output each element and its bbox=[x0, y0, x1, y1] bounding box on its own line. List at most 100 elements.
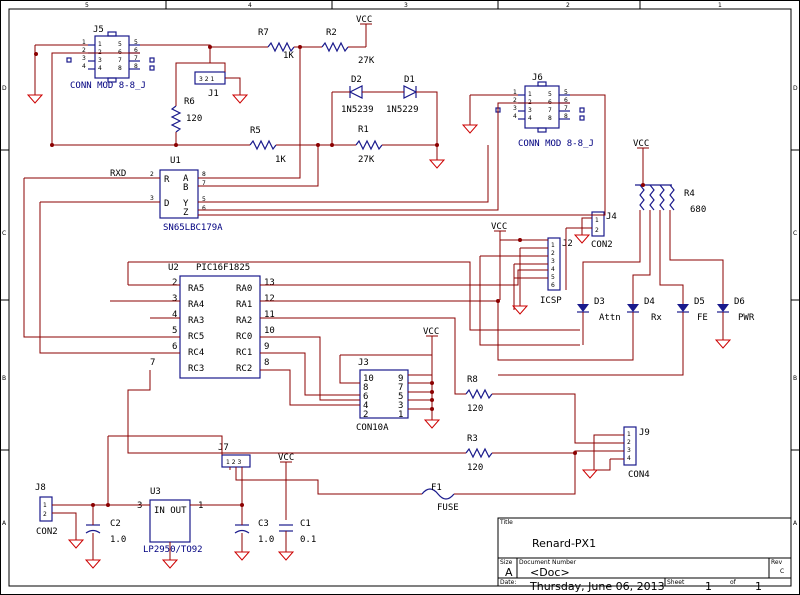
svg-text:R5: R5 bbox=[250, 126, 261, 136]
wires bbox=[23, 44, 724, 560]
svg-text:R6: R6 bbox=[184, 97, 195, 107]
border-col-2: 2 bbox=[566, 2, 570, 9]
border-row-c-right: C bbox=[793, 230, 797, 237]
svg-text:VCC: VCC bbox=[356, 15, 372, 25]
svg-text:7: 7 bbox=[398, 383, 403, 393]
svg-text:7: 7 bbox=[548, 107, 552, 114]
resistor-r1: R1 27K bbox=[355, 125, 383, 165]
svg-text:U3: U3 bbox=[150, 487, 161, 497]
svg-text:J4: J4 bbox=[606, 212, 617, 222]
svg-text:5: 5 bbox=[398, 392, 403, 402]
capacitor-c3: C3 1.0 bbox=[234, 519, 274, 545]
j6-ref: J6 bbox=[532, 73, 543, 83]
svg-text:5: 5 bbox=[564, 89, 568, 96]
svg-text:RC4: RC4 bbox=[188, 348, 204, 358]
svg-text:4: 4 bbox=[513, 113, 517, 120]
svg-text:5: 5 bbox=[172, 326, 177, 336]
svg-text:2: 2 bbox=[172, 278, 177, 288]
junction-dots bbox=[34, 45, 645, 507]
svg-text:1: 1 bbox=[398, 410, 403, 420]
fuse-f1: F1 FUSE bbox=[421, 483, 459, 513]
u2-value: PIC16F1825 bbox=[196, 263, 250, 273]
connector-j4: J4 1 2 CON2 bbox=[591, 211, 617, 250]
svg-text:VCC: VCC bbox=[491, 222, 507, 232]
border-row-d: D bbox=[2, 85, 7, 92]
svg-text:FE: FE bbox=[697, 313, 708, 323]
svg-text:1.0: 1.0 bbox=[110, 535, 126, 545]
svg-text:0.1: 0.1 bbox=[300, 535, 316, 545]
svg-text:1: 1 bbox=[98, 41, 102, 48]
svg-text:1N5239: 1N5239 bbox=[341, 105, 374, 115]
svg-text:2: 2 bbox=[82, 47, 86, 54]
svg-text:J2: J2 bbox=[562, 239, 573, 249]
svg-text:6: 6 bbox=[202, 205, 206, 212]
svg-text:CON2: CON2 bbox=[591, 240, 613, 250]
u2-ref: U2 bbox=[168, 263, 179, 273]
resistor-r2: R2 27K bbox=[321, 28, 375, 66]
svg-text:R8: R8 bbox=[467, 375, 478, 385]
svg-text:1: 1 bbox=[43, 502, 47, 509]
svg-text:8: 8 bbox=[363, 383, 368, 393]
svg-text:D5: D5 bbox=[694, 297, 705, 307]
svg-text:4: 4 bbox=[363, 401, 368, 411]
svg-text:C1: C1 bbox=[300, 519, 311, 529]
svg-text:C3: C3 bbox=[258, 519, 269, 529]
led-d4: D4 Rx bbox=[627, 297, 662, 323]
size-label: Size bbox=[500, 559, 513, 566]
svg-text:2: 2 bbox=[43, 511, 47, 518]
svg-text:RA1: RA1 bbox=[236, 300, 252, 310]
svg-text:1: 1 bbox=[528, 91, 532, 98]
svg-text:8: 8 bbox=[118, 65, 122, 72]
svg-text:1: 1 bbox=[551, 242, 555, 249]
border-col-3: 3 bbox=[404, 2, 408, 9]
net-rxd: RXD bbox=[110, 169, 126, 179]
svg-text:2: 2 bbox=[150, 171, 154, 178]
led-d5: D5 FE bbox=[677, 297, 708, 323]
svg-text:J3: J3 bbox=[358, 358, 369, 368]
svg-text:R1: R1 bbox=[358, 125, 369, 135]
svg-text:J1: J1 bbox=[208, 89, 219, 99]
svg-text:5: 5 bbox=[118, 41, 122, 48]
svg-text:RC3: RC3 bbox=[188, 364, 204, 374]
svg-text:3: 3 bbox=[528, 107, 532, 114]
svg-text:RC0: RC0 bbox=[236, 332, 252, 342]
svg-text:VCC: VCC bbox=[423, 327, 439, 337]
svg-text:1: 1 bbox=[82, 39, 86, 46]
svg-text:6: 6 bbox=[363, 392, 368, 402]
svg-text:1: 1 bbox=[595, 217, 599, 224]
svg-text:2: 2 bbox=[595, 227, 599, 234]
svg-text:J9: J9 bbox=[639, 428, 650, 438]
capacitor-c1: C1 0.1 bbox=[279, 519, 316, 545]
svg-text:SN65LBC179A: SN65LBC179A bbox=[163, 223, 223, 233]
title-value: Renard-PX1 bbox=[532, 537, 596, 550]
svg-text:4: 4 bbox=[627, 455, 631, 462]
svg-text:D: D bbox=[164, 199, 169, 209]
resistor-network-r4: R4 680 bbox=[635, 184, 706, 215]
svg-text:7: 7 bbox=[202, 180, 206, 187]
svg-text:R3: R3 bbox=[467, 434, 478, 444]
svg-text:3: 3 bbox=[150, 195, 154, 202]
svg-text:CON4: CON4 bbox=[628, 470, 650, 480]
docnum-label: Document Number bbox=[519, 559, 577, 566]
svg-text:A: A bbox=[183, 174, 189, 184]
svg-text:RA5: RA5 bbox=[188, 284, 204, 294]
svg-text:VCC: VCC bbox=[633, 139, 649, 149]
ic-u1: U1 R D A B Y Z 2 3 8 7 5 6 SN65LBC179A bbox=[150, 156, 223, 233]
svg-text:CON2: CON2 bbox=[36, 527, 58, 537]
svg-text:2: 2 bbox=[627, 439, 631, 446]
svg-text:2: 2 bbox=[363, 410, 368, 420]
svg-text:120: 120 bbox=[467, 404, 483, 414]
svg-text:7: 7 bbox=[118, 57, 122, 64]
j5-value: CONN MOD 8-8_J bbox=[70, 81, 146, 91]
svg-text:3: 3 bbox=[172, 294, 177, 304]
diode-d2: D2 1N5239 bbox=[341, 75, 374, 115]
svg-text:13: 13 bbox=[264, 278, 275, 288]
border-row-a-right: A bbox=[793, 520, 798, 527]
svg-text:RA4: RA4 bbox=[188, 300, 204, 310]
svg-text:1K: 1K bbox=[283, 51, 294, 61]
ic-u2: U2 PIC16F1825 RA5 RA4 RA3 RC5 RC4 RC3 RA… bbox=[150, 263, 275, 379]
svg-text:3: 3 bbox=[551, 258, 555, 265]
svg-text:7: 7 bbox=[150, 358, 155, 368]
